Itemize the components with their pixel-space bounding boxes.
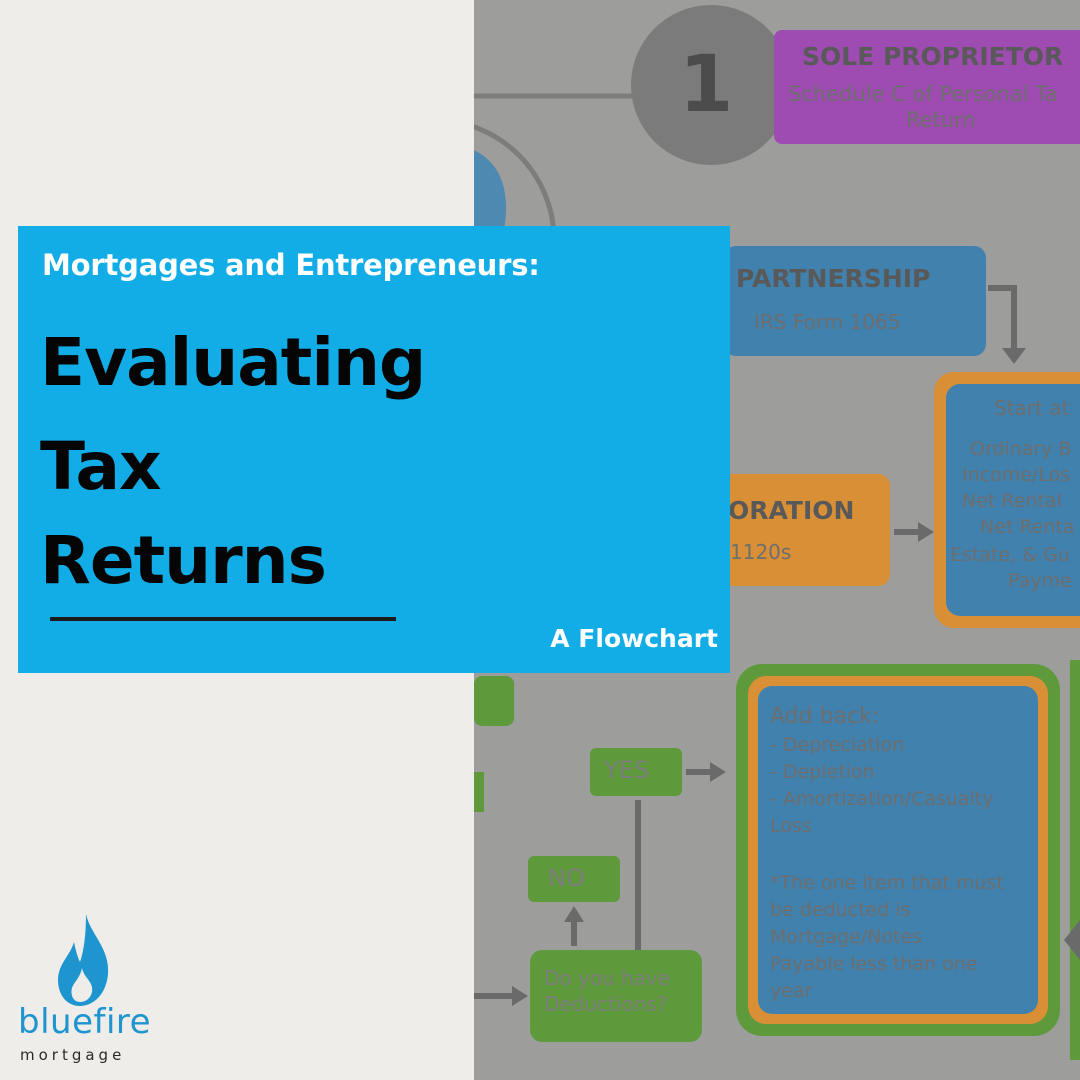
sole-proprietor-sub1: Schedule C of Personal Ta <box>788 82 1058 106</box>
tagline: A Flowchart <box>550 624 718 653</box>
start-line-1: Ordinary B <box>970 438 1072 460</box>
title-underline <box>50 617 396 621</box>
partnership-box <box>724 246 986 356</box>
question-line-1: Do you have <box>544 966 671 990</box>
question-line-2: Deductions? <box>544 992 668 1016</box>
headline-line-2: Tax <box>40 428 162 505</box>
logo-wordmark: bluefire <box>18 1004 151 1040</box>
logo-subtext: mortgage <box>20 1046 126 1064</box>
start-line-4: Net Renta <box>980 516 1075 538</box>
arrow-head <box>918 522 934 542</box>
start-line-6: Payme <box>1008 570 1072 592</box>
title-card: Mortgages and Entrepreneurs: Evaluating … <box>18 226 730 673</box>
subtitle: Mortgages and Entrepreneurs: <box>42 248 540 282</box>
start-line-2: Income/Los <box>962 464 1071 486</box>
start-box <box>946 384 1080 616</box>
arrow-line <box>988 285 1017 352</box>
headline-line-3: Returns <box>40 522 327 599</box>
corporation-sub: 1120s <box>730 540 792 564</box>
no-box <box>528 856 620 902</box>
green-box-fragment <box>1070 660 1080 1060</box>
blue-shape-fragment <box>474 150 506 240</box>
no-label: NO <box>548 864 585 892</box>
addback-item: - Depletion <box>770 761 875 783</box>
note-line: year <box>770 980 813 1002</box>
yes-box <box>590 748 682 796</box>
partnership-title: PARTNERSHIP <box>736 264 931 293</box>
logo-word-blue: blue <box>18 1002 94 1042</box>
corporation-box <box>694 474 890 586</box>
headline-line-1: Evaluating <box>40 324 426 401</box>
note-line: Mortgage/Notes <box>770 926 923 948</box>
addback-item: - Amortization/Casualty <box>770 788 994 810</box>
step-circle <box>631 5 791 165</box>
note-line: Payable less than one <box>770 953 978 975</box>
start-title: Start at <box>994 396 1070 420</box>
partnership-sub: IRS Form 1065 <box>754 310 901 334</box>
arrow-head <box>512 986 528 1006</box>
corporation-title: ORATION <box>728 496 855 525</box>
arrow-head <box>1002 348 1026 364</box>
flowchart-graphics <box>474 5 1080 1060</box>
arrow-head <box>564 906 584 922</box>
green-box-fragment <box>474 772 484 812</box>
start-line-3: Net Rental <box>962 490 1062 512</box>
flame-icon <box>56 912 110 1012</box>
question-box <box>530 950 702 1042</box>
arrow-head <box>1064 920 1080 960</box>
arrow-head <box>710 762 726 782</box>
start-line-5: Estate, & Gu <box>950 544 1070 566</box>
addback-title: Add back: <box>770 704 880 729</box>
addback-item: Loss <box>770 815 812 837</box>
step-number: 1 <box>679 40 734 130</box>
note-line: *The one item that must <box>770 872 1004 894</box>
addback-item: - Depreciation <box>770 734 905 756</box>
sole-proprietor-title: SOLE PROPRIETOR <box>802 42 1064 71</box>
green-box-fragment <box>474 676 514 726</box>
logo-word-fire: fire <box>93 1002 152 1042</box>
sole-proprietor-box <box>774 30 1080 144</box>
background-flowchart: 1 SOLE PROPRIETOR Schedule C of Personal… <box>474 0 1080 1080</box>
yes-label: YES <box>604 756 650 784</box>
note-line: be deducted is <box>770 899 911 921</box>
addback-box <box>758 686 1038 1014</box>
sole-proprietor-sub2: Return <box>906 108 976 132</box>
